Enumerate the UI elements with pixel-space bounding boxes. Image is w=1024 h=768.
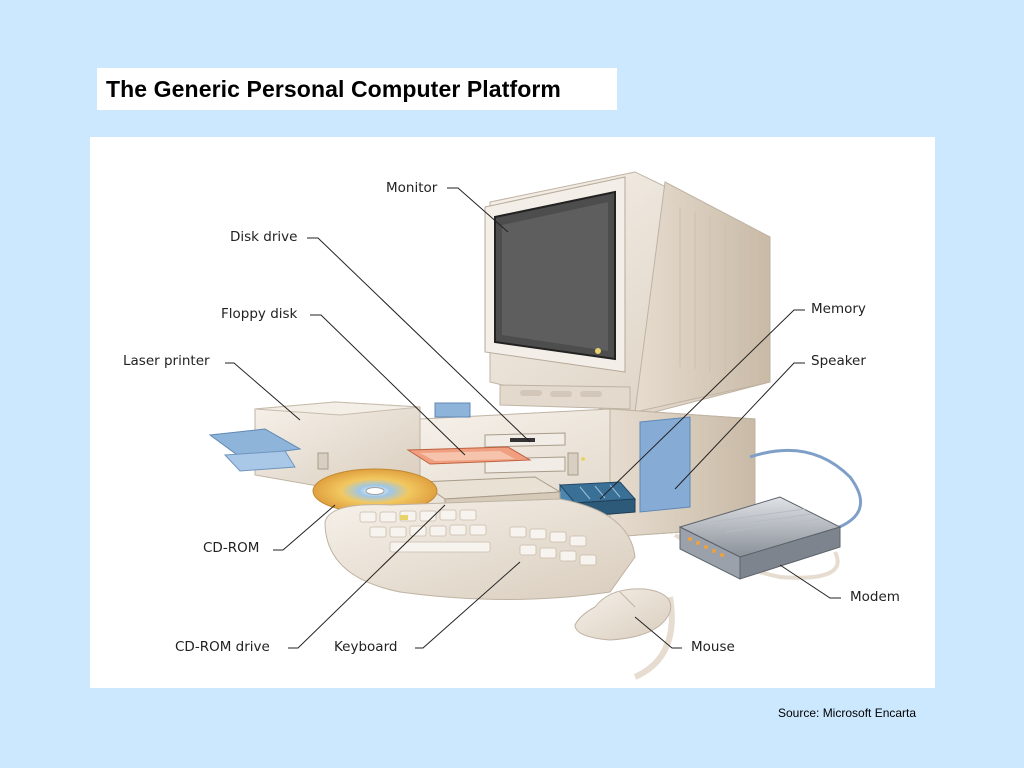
cd-rom xyxy=(312,468,438,514)
system-unit xyxy=(419,402,756,538)
label-speaker: Speaker xyxy=(811,353,866,369)
computer-illustration xyxy=(208,171,862,680)
monitor xyxy=(484,171,771,418)
label-cd-rom-drive: CD-ROM drive xyxy=(175,639,270,655)
label-disk-drive: Disk drive xyxy=(230,229,298,245)
diagram-panel: Monitor Disk drive Floppy disk Laser pri… xyxy=(90,137,935,688)
label-monitor: Monitor xyxy=(386,180,438,196)
modem xyxy=(673,448,862,580)
label-floppy-disk: Floppy disk xyxy=(221,306,298,322)
label-memory: Memory xyxy=(811,301,866,317)
label-modem: Modem xyxy=(850,589,900,605)
label-laser-printer: Laser printer xyxy=(123,353,210,369)
mouse xyxy=(574,588,675,680)
keyboard xyxy=(324,498,636,600)
label-mouse: Mouse xyxy=(691,639,735,655)
laser-printer xyxy=(208,401,421,490)
source-credit: Source: Microsoft Encarta xyxy=(778,706,917,720)
title-box: The Generic Personal Computer Platform xyxy=(97,68,617,110)
floppy-disk xyxy=(406,446,532,465)
slide-title: The Generic Personal Computer Platform xyxy=(106,75,561,102)
leader-lines xyxy=(225,187,841,649)
label-cd-rom: CD-ROM xyxy=(203,540,260,556)
label-keyboard: Keyboard xyxy=(334,639,398,655)
